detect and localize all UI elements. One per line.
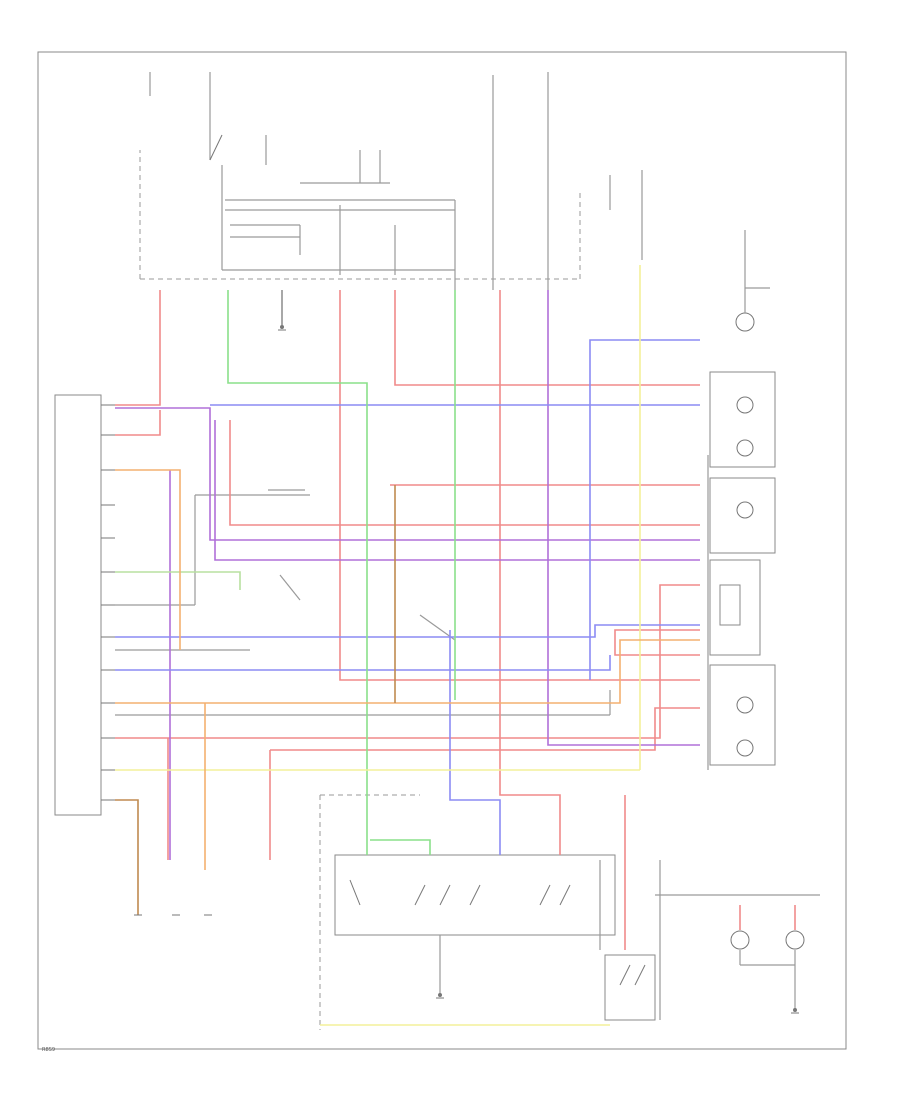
wires-red	[115, 290, 796, 950]
diagram-border	[37, 51, 847, 1050]
ground-symbols	[134, 329, 799, 1014]
wires-green	[115, 290, 456, 855]
wires-orange	[115, 469, 700, 915]
right-components	[709, 230, 776, 766]
control-module	[54, 394, 115, 816]
wires-violet	[115, 290, 700, 860]
wires-yellow	[115, 265, 641, 1026]
misc-connectors	[115, 455, 709, 770]
figure-id: R8S9	[42, 1047, 55, 1053]
wires-blue	[115, 339, 700, 855]
fuse-relay-box	[139, 72, 643, 329]
switch-assembly	[319, 794, 820, 1030]
